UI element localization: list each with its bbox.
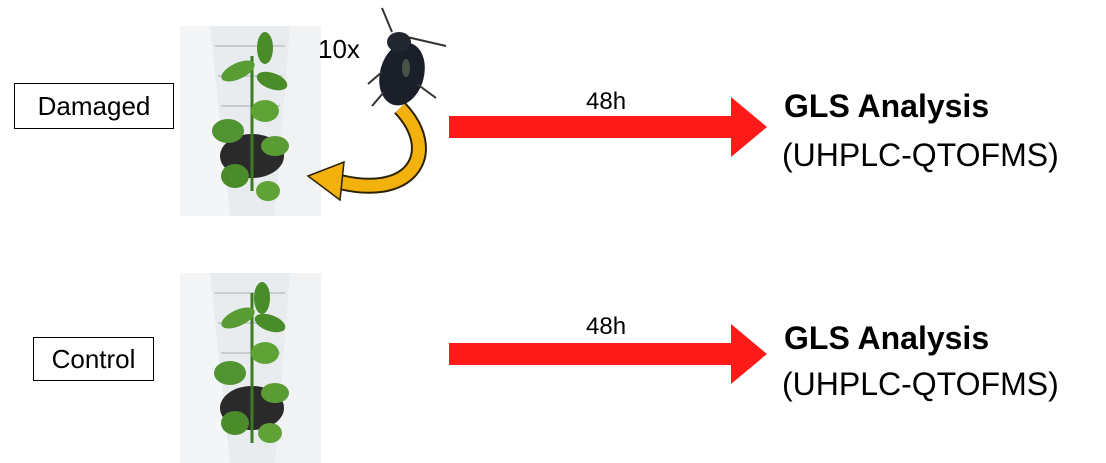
- damaged-time-label: 48h: [586, 88, 627, 115]
- curved-arrow: [306, 102, 427, 202]
- plant-image: [180, 26, 321, 216]
- damaged-arrow: [449, 97, 767, 157]
- control-plant-photo: [180, 273, 321, 463]
- control-analysis-method: (UHPLC-QTOFMS): [782, 366, 1059, 402]
- damaged-analysis-title: GLS Analysis: [784, 88, 990, 124]
- control-time-label: 48h: [586, 313, 627, 340]
- damaged-label: Damaged: [14, 83, 174, 129]
- damaged-plant-photo: [180, 26, 321, 216]
- beetle-icon: [362, 2, 452, 112]
- damaged-label-text: Damaged: [37, 91, 151, 121]
- control-label: Control: [33, 337, 154, 381]
- control-arrow: [449, 324, 767, 384]
- control-analysis-title: GLS Analysis: [784, 320, 990, 356]
- insect-count: 10x: [318, 34, 360, 64]
- damaged-analysis-method: (UHPLC-QTOFMS): [782, 137, 1059, 173]
- plant-image: [180, 273, 321, 463]
- control-label-text: Control: [51, 344, 136, 374]
